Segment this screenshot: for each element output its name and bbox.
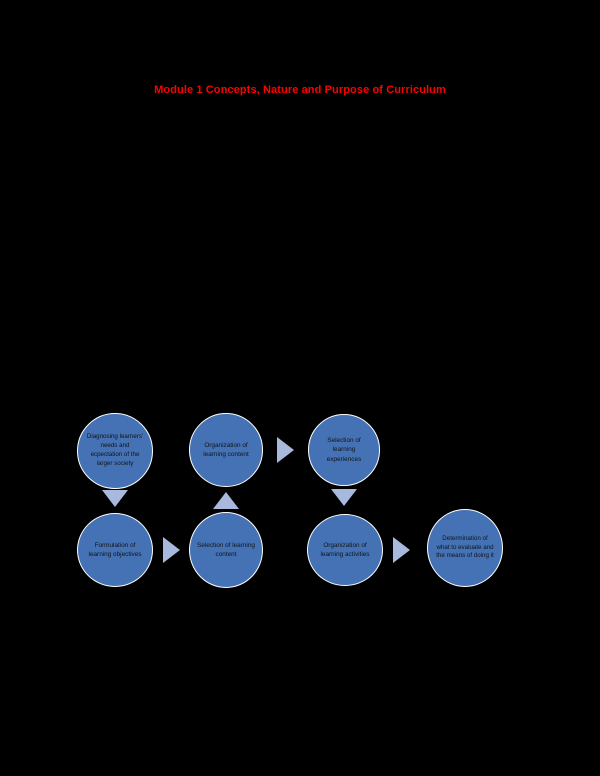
arrow-right-icon [163,537,180,563]
diagram-node-label: Determination of what to evaluate and th… [436,534,494,560]
diagram-node-diagnosing[interactable]: Diagnosing learners' needs and ecpectati… [77,413,153,489]
diagram-node-formulation-of-learning-objectives[interactable]: Formulation of learning objectives [77,513,153,587]
diagram-node-label: Organization of learning content [203,441,249,458]
diagram-node-label: Diagnosing learners' needs and ecpectati… [86,433,144,467]
diagram-node-label: Selection of learning content [197,541,255,558]
arrow-up-icon [213,492,239,509]
diagram-node-label: Selection of learning experiences [326,437,362,463]
arrow-down-icon [331,489,357,506]
arrow-right-icon [277,437,294,463]
arrow-right-icon [393,537,410,563]
page-title: Module 1 Concepts, Nature and Purpose of… [154,84,446,96]
diagram-node-selection-of-learning-experiences[interactable]: Selection of learning experiences [308,414,380,486]
diagram-node-selection-of-learning-content[interactable]: Selection of learning content [189,512,263,588]
diagram-node-organization-of-learning-content[interactable]: Organization of learning content [189,413,263,487]
diagram-node-organization-of-learning-activities[interactable]: Organization of learning activities [307,514,383,586]
arrow-down-icon [102,490,128,507]
diagram-node-label: Organization of learning activities [320,541,370,558]
diagram-node-label: Formulation of learning objectives [88,541,142,558]
diagram-node-determination-of-what-to-evaluate[interactable]: Determination of what to evaluate and th… [427,509,503,587]
